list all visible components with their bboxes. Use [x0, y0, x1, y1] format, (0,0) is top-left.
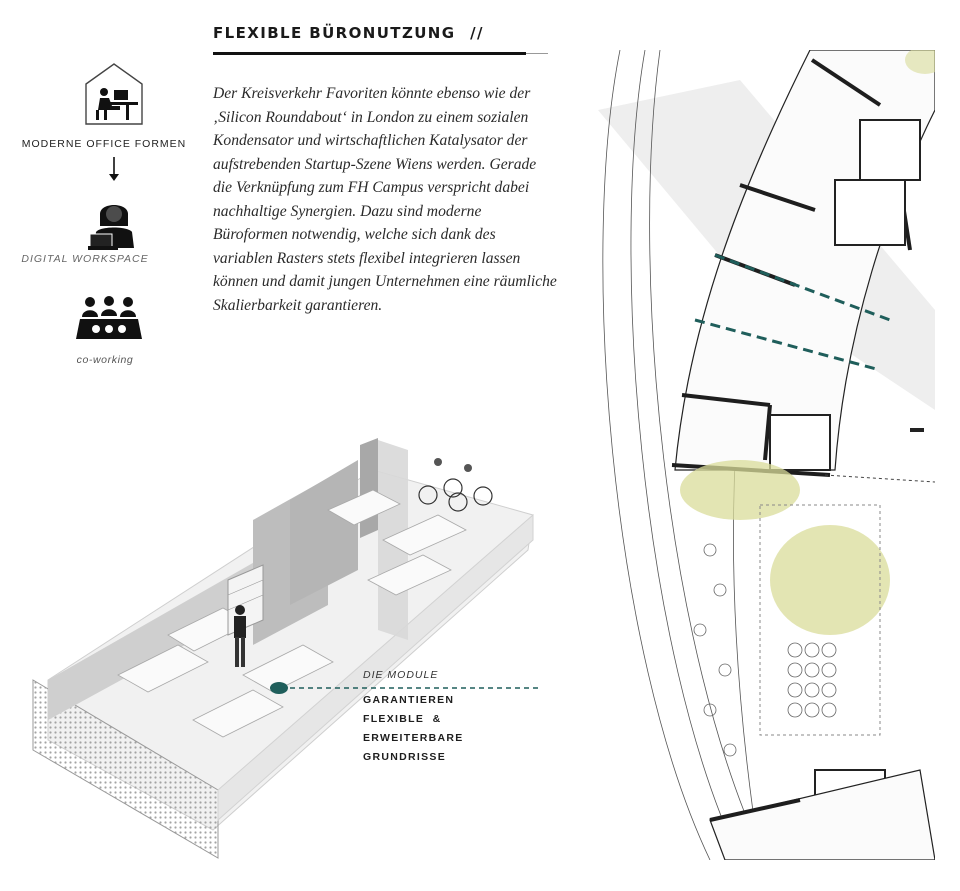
- section-title: FLEXIBLE BÜRONUTZUNG //: [213, 24, 484, 42]
- arrow-down-icon: [104, 156, 124, 187]
- title-suffix: //: [470, 24, 484, 42]
- laptop-worker-icon: [86, 196, 150, 260]
- floor-plan-drawing: [590, 46, 945, 865]
- house-office-desk-icon: [82, 62, 146, 126]
- module-callout-head: DIE MODULE: [363, 669, 439, 681]
- sidebar-item-label-digital: DIGITAL WORKSPACE: [21, 253, 149, 265]
- coworking-table-icon: [76, 293, 142, 357]
- module-callout-line-2: FLEXIBLE &: [363, 713, 442, 725]
- axonometric-office-illustration: [28, 430, 548, 865]
- module-callout-line-3: ERWEITERBARE: [363, 732, 464, 744]
- title-underline-thin: [526, 53, 548, 54]
- sidebar-item-label-coworking: co-working: [76, 354, 134, 366]
- sidebar-item-label-office: MODERNE OFFICE FORMEN: [21, 138, 187, 150]
- title-underline: [213, 52, 526, 55]
- title-text: FLEXIBLE BÜRONUTZUNG: [213, 24, 456, 42]
- module-callout-line-4: GRUNDRISSE: [363, 751, 447, 763]
- module-callout-line-1: GARANTIEREN: [363, 694, 455, 706]
- description-paragraph: Der Kreisverkehr Favoriten könnte ebenso…: [213, 85, 557, 314]
